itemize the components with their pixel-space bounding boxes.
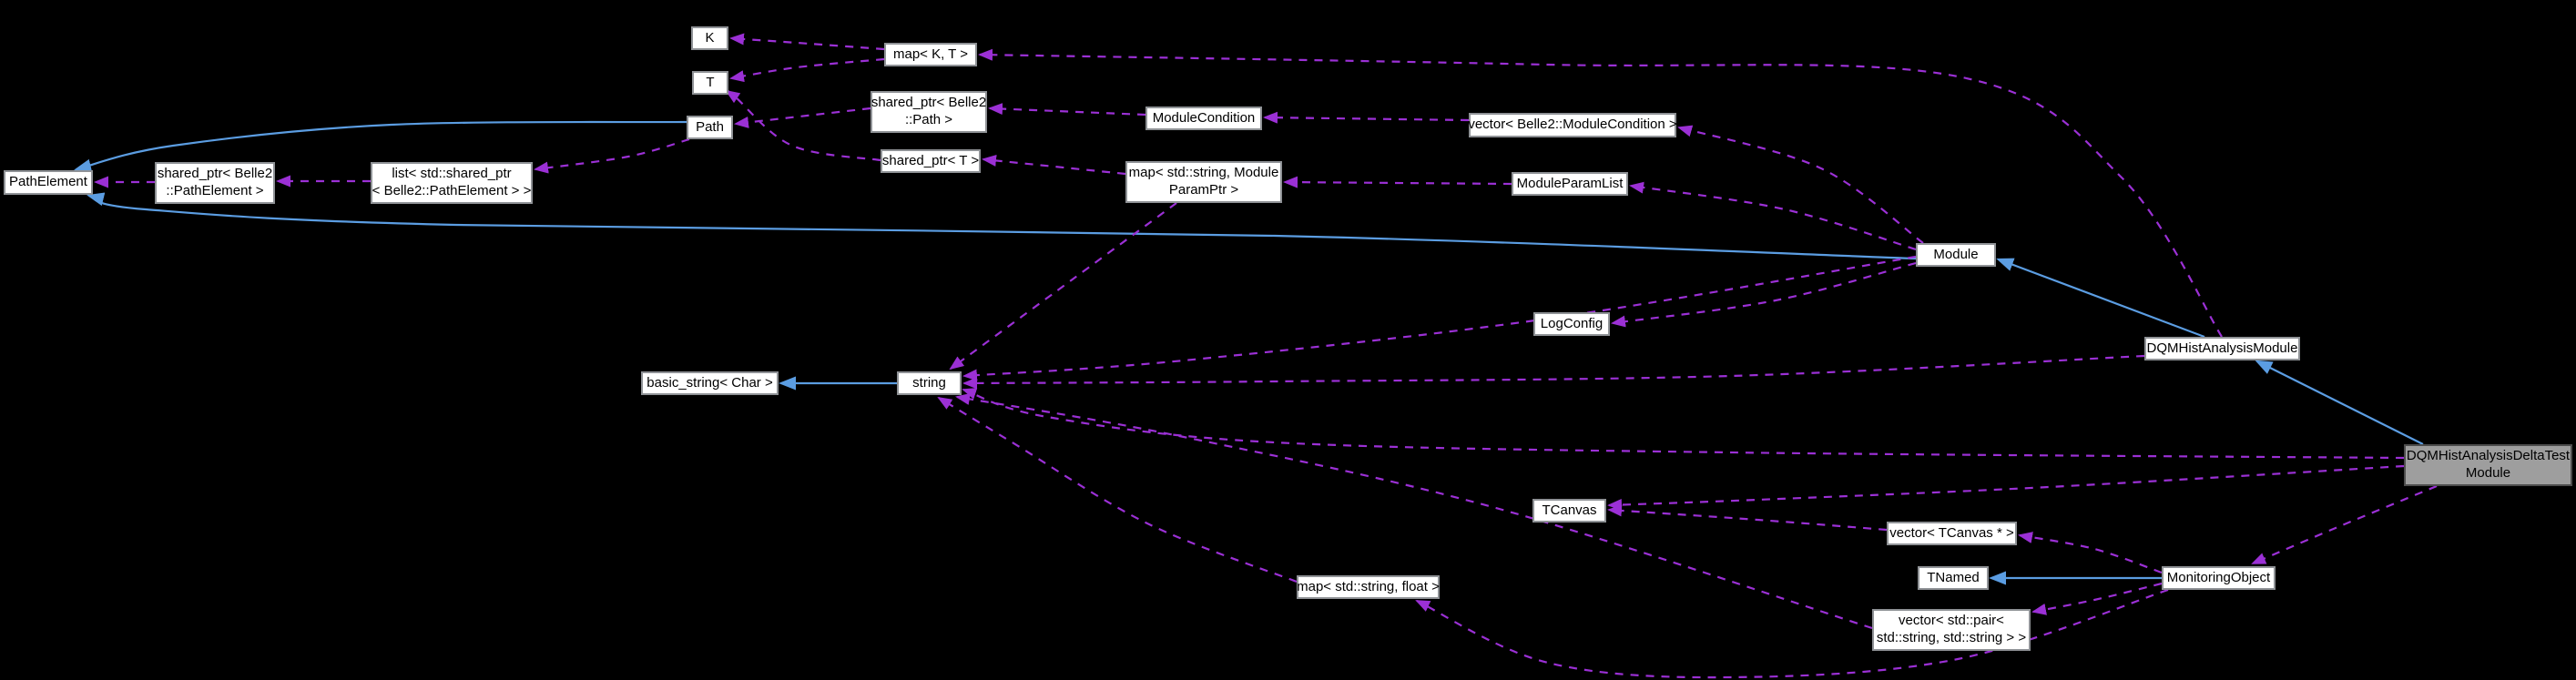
edge-monitoringobject-to-vector-pair-string-string: [2031, 582, 2163, 615]
node-label-line: shared_ptr< Belle2: [157, 166, 273, 182]
node-pathelement[interactable]: PathElement: [4, 170, 93, 195]
node-path[interactable]: Path: [687, 116, 733, 139]
edge-dqmhistanalysismodule-to-map-k-t: [978, 48, 2223, 338]
node-map-string-float[interactable]: map< std::string, float >: [1297, 575, 1440, 599]
node-tcanvas[interactable]: TCanvas: [1532, 499, 1606, 523]
edge-dqmhistanalysisdeltatestmodule-to-string: [962, 388, 2405, 460]
node-label-line: Module: [1933, 246, 1979, 262]
node-modulecondition[interactable]: ModuleCondition: [1145, 107, 1262, 130]
node-label-line: ParamPtr >: [1168, 182, 1239, 198]
edge-module-to-string: [962, 255, 1917, 381]
node-label-line: K: [705, 29, 715, 46]
node-vector-modulecondition[interactable]: vector< Belle2::ModuleCondition >: [1468, 113, 1677, 137]
edge-vector-tcanvas-to-tcanvas: [1607, 504, 1888, 532]
edge-monitoringobject-to-map-string-float: [1415, 588, 2169, 679]
node-label-line: vector< std::pair<: [1899, 613, 2004, 629]
node-sp-pathelement[interactable]: shared_ptr< Belle2::PathElement >: [155, 162, 275, 204]
node-sp-t[interactable]: shared_ptr< T >: [881, 149, 981, 173]
node-k[interactable]: K: [691, 26, 728, 50]
edge-vector-pair-string-string-to-string: [955, 393, 1873, 630]
edge-map-string-moduleparamptr-to-sp-t: [982, 154, 1126, 176]
edge-dqmhistanalysisdeltatestmodule-to-dqmhistanalysismodule: [2255, 360, 2424, 445]
node-label-line: basic_string< Char >: [647, 374, 773, 391]
node-label-line: Module: [2465, 465, 2511, 481]
node-label-line: map< K, T >: [893, 46, 968, 62]
node-label-line: < Belle2::PathElement > >: [372, 183, 532, 198]
node-label-line: ::Path >: [904, 112, 953, 127]
edge-dqmhistanalysisdeltatestmodule-to-monitoringobject: [2251, 484, 2438, 565]
edge-path-to-list-sp-pathelement: [534, 137, 690, 174]
node-label-line: TNamed: [1927, 569, 1980, 585]
node-label-line: MonitoringObject: [2166, 569, 2271, 585]
node-basic-string-char[interactable]: basic_string< Char >: [641, 371, 779, 395]
node-label-line: shared_ptr< T >: [881, 152, 980, 168]
edge-modulecondition-to-sp-path: [988, 103, 1146, 117]
node-label-line: DQMHistAnalysisModule: [2146, 340, 2298, 356]
edge-monitoringobject-to-vector-tcanvas: [2018, 532, 2163, 574]
edge-module-to-pathelement: [87, 192, 1917, 260]
node-logconfig[interactable]: LogConfig: [1533, 312, 1610, 336]
node-label-line: map< std::string, Module: [1128, 165, 1279, 181]
edge-dqmhistanalysismodule-to-string: [962, 354, 2145, 390]
node-label-line: ::PathElement >: [166, 183, 264, 198]
node-label-line: DQMHistAnalysisDeltaTest: [2406, 448, 2571, 464]
node-label-line: T: [706, 74, 715, 90]
node-moduleparamlist[interactable]: ModuleParamList: [1512, 172, 1628, 196]
edge-map-k-t-to-k: [729, 33, 885, 51]
edge-map-string-moduleparamptr-to-string: [949, 202, 1177, 370]
edge-map-string-float-to-string: [937, 396, 1298, 584]
node-label-line: TCanvas: [1542, 502, 1597, 518]
edge-map-k-t-to-t: [729, 57, 885, 83]
node-label-line: list< std::shared_ptr: [392, 166, 512, 182]
node-tnamed[interactable]: TNamed: [1918, 566, 1989, 590]
node-label-line: std::string, std::string > >: [1876, 630, 2027, 645]
node-monitoringobject[interactable]: MonitoringObject: [2162, 566, 2276, 590]
node-vector-pair-string-string[interactable]: vector< std::pair<std::string, std::stri…: [1872, 609, 2031, 651]
node-label-line: PathElement: [9, 174, 87, 190]
node-label-line: string: [912, 374, 946, 391]
edge-sp-path-to-path: [734, 107, 871, 128]
edge-moduleparamlist-to-map-string-moduleparamptr: [1283, 176, 1512, 188]
node-label-line: vector< Belle2::ModuleCondition >: [1468, 117, 1677, 133]
edge-module-to-moduleparamlist: [1629, 181, 1917, 251]
node-string[interactable]: string: [897, 371, 962, 395]
edge-dqmhistanalysisdeltatestmodule-to-tcanvas: [1607, 464, 2405, 511]
edge-vector-modulecondition-to-modulecondition: [1263, 111, 1470, 124]
node-label-line: vector< TCanvas * >: [1889, 524, 2014, 541]
edge-module-to-vector-modulecondition: [1677, 125, 1924, 244]
edge-module-to-logconfig: [1611, 261, 1917, 328]
node-sp-path[interactable]: shared_ptr< Belle2::Path >: [871, 91, 987, 133]
node-vector-tcanvas[interactable]: vector< TCanvas * >: [1887, 522, 2017, 545]
node-label-line: ModuleParamList: [1516, 175, 1624, 191]
node-label-line: ModuleCondition: [1152, 109, 1256, 126]
node-label-line: shared_ptr< Belle2: [871, 95, 987, 111]
node-module[interactable]: Module: [1916, 243, 1996, 267]
node-list-sp-pathelement[interactable]: list< std::shared_ptr< Belle2::PathEleme…: [371, 162, 533, 204]
node-label-line: LogConfig: [1540, 315, 1604, 331]
node-dqmhistanalysismodule[interactable]: DQMHistAnalysisModule: [2144, 337, 2300, 360]
node-t[interactable]: T: [692, 71, 728, 95]
edge-path-to-pathelement: [74, 120, 687, 173]
node-label-line: Path: [696, 118, 724, 135]
edge-sp-t-to-t: [725, 89, 881, 162]
edge-dqmhistanalysismodule-to-module: [1996, 258, 2205, 339]
node-map-k-t[interactable]: map< K, T >: [884, 43, 977, 66]
node-label-line: map< std::string, float >: [1297, 578, 1440, 594]
